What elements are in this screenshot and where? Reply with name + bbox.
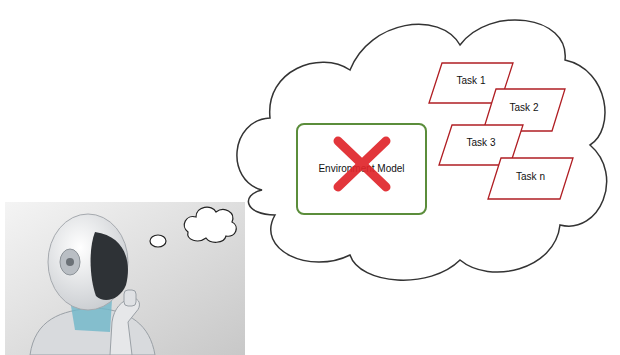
task-label: Task 3: [467, 137, 496, 149]
thought-cloud: [237, 20, 607, 280]
robot-photo: [5, 202, 245, 355]
task-label: Task 1: [457, 75, 486, 87]
model-label: Environment Model: [318, 163, 404, 175]
task-label: Task n: [516, 171, 545, 183]
task-label: Task 2: [510, 102, 539, 114]
task-parallelogram: Task n: [487, 157, 574, 200]
model-box: Environment Model: [296, 123, 427, 215]
red-cross: [338, 141, 386, 187]
